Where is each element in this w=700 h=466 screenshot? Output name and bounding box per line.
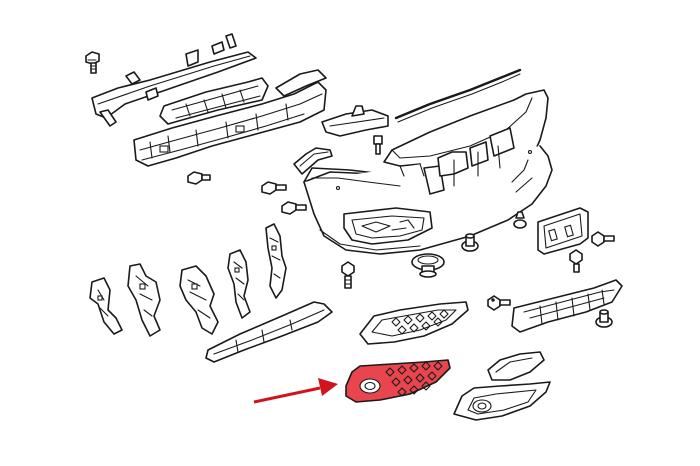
push-clip-right: [595, 309, 613, 328]
fog-garnish-upper: [359, 301, 469, 345]
red-indicator-arrow: [253, 378, 338, 404]
bolt-head-dot: [491, 298, 495, 302]
grille-mesh-upper: [391, 309, 449, 335]
bumper-reinforcement-beam: [133, 69, 327, 167]
lower-side-garnish-left: [205, 301, 333, 363]
long-molding-strip: [394, 68, 522, 123]
fog-garnish-highlighted: [345, 359, 451, 403]
screw-right-3: [569, 249, 583, 273]
fog-light-bezel-lower: [453, 381, 551, 421]
clip-small: [373, 135, 383, 155]
bolt-mid-left: [261, 181, 287, 195]
retainer-strip: [293, 147, 333, 175]
lower-diffuser-garnish: [511, 279, 623, 333]
bolt-vertical-mid: [341, 261, 355, 289]
bolt-mid-left-2: [281, 201, 307, 215]
grille-mesh-highlighted: [385, 361, 443, 397]
screw-right-1: [513, 211, 527, 229]
upper-bracket-bar: [91, 33, 257, 127]
side-bracket-3: [179, 265, 219, 335]
screw-right-2: [591, 231, 615, 247]
hole-cap-cover: [487, 351, 545, 381]
side-bracket-1: [89, 277, 123, 335]
side-bracket-5: [265, 223, 287, 299]
clip-mushroom: [411, 253, 445, 278]
side-bracket-2: [127, 263, 161, 337]
side-bracket-4: [227, 249, 251, 319]
bolt-lower-right: [487, 295, 511, 311]
upper-absorber: [159, 77, 269, 125]
license-plate-bracket: [537, 207, 589, 255]
bumper-cover: [303, 89, 553, 255]
bolt-top-left: [85, 51, 100, 74]
bolt-beam: [187, 171, 211, 185]
clip-round: [461, 233, 479, 252]
side-bracket-upper-right: [321, 105, 389, 137]
